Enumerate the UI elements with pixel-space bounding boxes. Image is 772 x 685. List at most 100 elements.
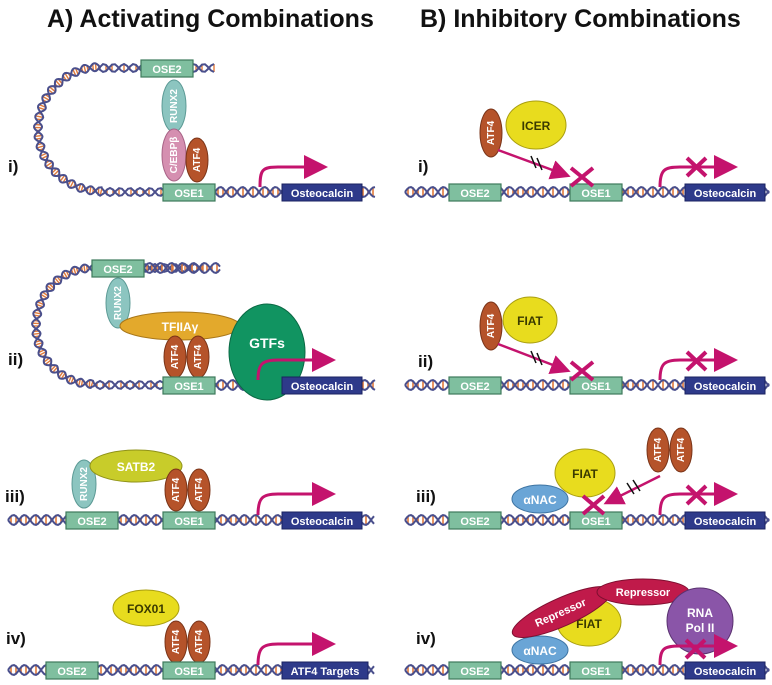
block-mark (536, 352, 543, 366)
ose1-box (162, 661, 216, 680)
transcription-arrow (256, 348, 336, 381)
ose2-box (448, 376, 502, 395)
atf4-label: ATF4 (170, 344, 181, 369)
dna-base-pair (77, 378, 82, 387)
ose2-label: OSE2 (460, 516, 489, 528)
ose1-label: OSE1 (581, 516, 610, 528)
dna-base-pair (58, 370, 64, 378)
transcription-arrow (256, 632, 336, 666)
ose1-box (569, 183, 623, 202)
atf4-label: ATF4 (486, 120, 497, 145)
atf4-protein (646, 427, 670, 473)
dna-base-pair (94, 63, 97, 71)
anac-protein (511, 484, 569, 514)
osteocalcin-label: Osteocalcin (694, 666, 757, 678)
anac-protein (511, 635, 569, 665)
panel-a-i: OSE2 RUNX2 C/EBPβ ATF4 OSE1 Osteocalcin (140, 59, 363, 202)
row-label-b-i: i) (418, 157, 428, 176)
ose2-box (448, 511, 502, 530)
block-mark (536, 157, 543, 171)
ose2-label: OSE2 (460, 188, 489, 200)
dna-strand (143, 262, 221, 274)
ose2-label: OSE2 (152, 64, 181, 76)
osteocalcin-label: Osteocalcin (291, 188, 354, 200)
transcription-arrow (658, 155, 738, 188)
blocked-binding-arrow (603, 474, 661, 505)
dna-base-pair (89, 186, 92, 195)
block-mark (626, 482, 635, 495)
row-label-a-iii: iii) (5, 487, 25, 506)
osteocalcin-gene (281, 376, 363, 395)
panel-a-ii: OSE2 RUNX2 TFIIAγ ATF4 ATF4 OSE1 GTFs Os… (91, 259, 363, 401)
panel-b-iii: αNAC FIAT ATF4 ATF4 OSE2 OSE1 Osteocalci… (448, 427, 766, 530)
blocked-binding-arrow (497, 342, 571, 374)
runx2-label: RUNX2 (169, 89, 180, 123)
ose2-box (140, 59, 194, 78)
osteocalcin-gene (684, 183, 766, 202)
block-mark (530, 155, 537, 169)
panel-a-iv: FOX01 ATF4 ATF4 OSE2 OSE1 ATF4 Targets (45, 589, 369, 680)
block-mark (632, 479, 641, 492)
row-label-b-ii: ii) (418, 352, 433, 371)
panel-b-i: ATF4 ICER OSE2 OSE1 Osteocalcin (448, 100, 766, 202)
dna-strand (143, 262, 221, 274)
atf4-label-2: ATF4 (194, 629, 205, 654)
runx2-protein (71, 459, 97, 509)
runx2-label: RUNX2 (113, 286, 124, 320)
dna-base-pair (69, 180, 75, 189)
osteocalcin-gene (684, 661, 766, 680)
osteocalcin-gene (684, 511, 766, 530)
runx2-protein (105, 277, 131, 329)
transcription-arrow (658, 634, 738, 666)
dna-base-pair (67, 375, 73, 384)
ose1-box (569, 661, 623, 680)
dna-base-pair (45, 161, 53, 168)
rna-pol-label-2: Pol II (686, 621, 715, 635)
fiat-label: FIAT (517, 314, 543, 328)
blocked-binding-arrow (497, 148, 571, 180)
transcription-arrow (258, 155, 328, 188)
dna-base-pair (34, 134, 43, 138)
tfiia-label: TFIIAγ (162, 320, 199, 334)
dna-base-pair (35, 115, 44, 119)
ose1-label: OSE1 (581, 666, 610, 678)
satb2-protein (89, 449, 183, 483)
atf4-protein (164, 468, 188, 512)
ose2-box (448, 183, 502, 202)
dna-strand (33, 62, 216, 198)
atf4-label-2: ATF4 (194, 477, 205, 502)
atf4-label: ATF4 (171, 477, 182, 502)
panel-b-ii: ATF4 FIAT OSE2 OSE1 Osteocalcin (448, 296, 766, 395)
dna-base-pair (32, 332, 41, 335)
icer-protein (505, 100, 567, 150)
osteocalcin-label: Osteocalcin (694, 516, 757, 528)
binding-blocked-x (569, 360, 595, 382)
ose2-label: OSE2 (103, 264, 132, 276)
anac-label: αNAC (523, 493, 557, 507)
dna-base-pair (34, 342, 43, 346)
dna-base-pair (62, 271, 69, 279)
ose1-label: OSE1 (174, 666, 203, 678)
fiat-label: FIAT (572, 467, 598, 481)
ose2-label: OSE2 (77, 516, 106, 528)
transcription-blocked-x (684, 638, 707, 660)
gtfs-label: GTFs (249, 335, 285, 351)
transcription-blocked-x (685, 350, 708, 372)
rna-pol-label-1: RNA (687, 606, 713, 620)
osteocalcin-label: Osteocalcin (291, 516, 354, 528)
transcription-blocked-x (685, 156, 708, 178)
osteocalcin-gene (281, 511, 363, 530)
dna-base-pair (36, 145, 45, 149)
anac-label: αNAC (523, 644, 557, 658)
atf4-protein-2 (187, 468, 211, 512)
osteocalcin-label: Osteocalcin (291, 381, 354, 393)
ose2-label: OSE2 (57, 666, 86, 678)
panel-a-iii: RUNX2 SATB2 ATF4 ATF4 OSE2 OSE1 Osteocal… (65, 449, 363, 530)
atf4-label: ATF4 (192, 147, 203, 172)
atf4-label: ATF4 (653, 437, 664, 462)
binding-blocked-x (581, 494, 606, 516)
runx2-label: RUNX2 (79, 467, 90, 501)
row-label-b-iii: iii) (416, 487, 436, 506)
ose1-label: OSE1 (581, 381, 610, 393)
fiat-protein (502, 296, 558, 344)
